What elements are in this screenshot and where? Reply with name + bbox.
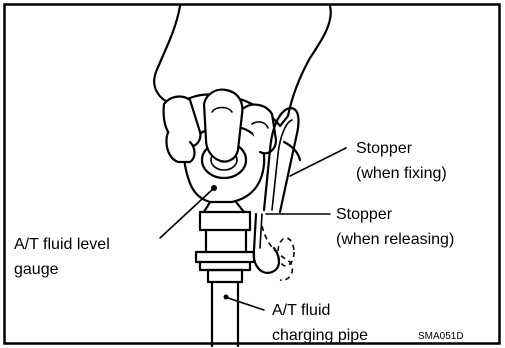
hand [154,6,331,162]
label-stopper-releasing-1: Stopper [336,206,393,223]
label-stopper-fixing-1: Stopper [356,140,413,157]
leader-stopper-fixing [290,148,346,176]
label-stopper-releasing-2: (when releasing) [336,231,454,248]
label-gauge-2: gauge [14,261,59,278]
figure-code: SMA051D [418,331,464,342]
leader-pipe [228,298,264,310]
stopper-releasing [254,214,294,280]
charging-pipe [196,212,254,346]
label-gauge-1: A/T fluid level [14,236,110,253]
label-pipe-1: A/T fluid [272,302,330,319]
label-stopper-fixing-2: (when fixing) [356,165,447,182]
label-pipe-2: charging pipe [272,327,368,344]
leader-lines [160,148,346,310]
